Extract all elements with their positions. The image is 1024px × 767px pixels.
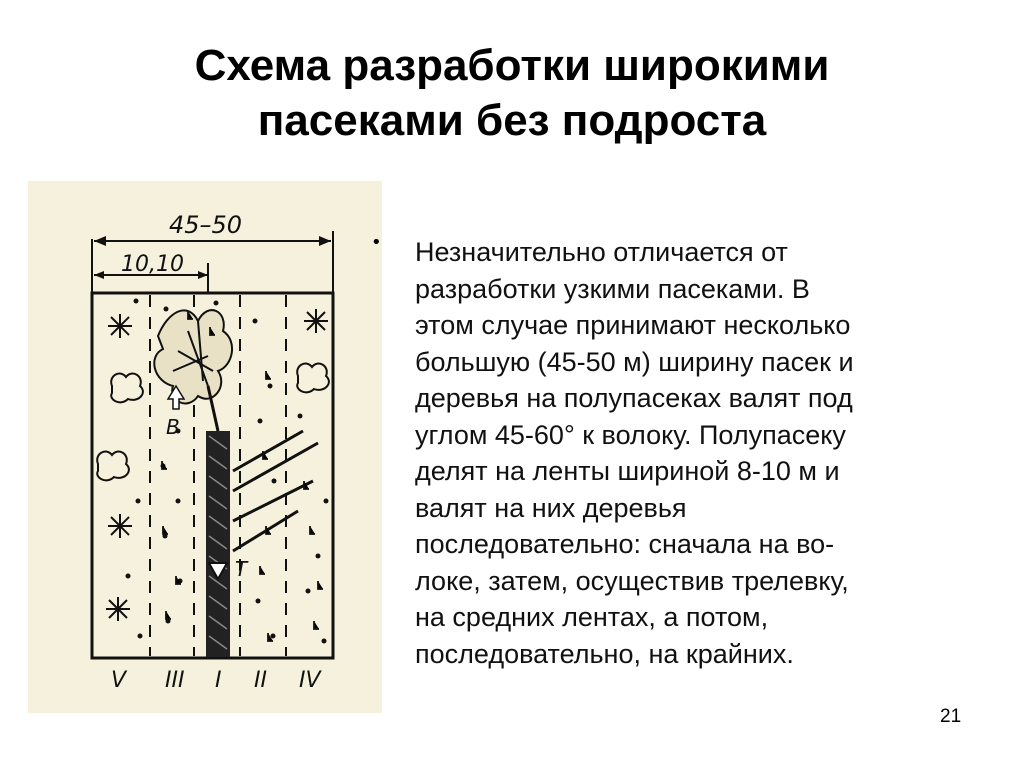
body-line: этом случае принимают несколько [415, 310, 851, 340]
body-line: большую (45-50 м) ширину пасек и [415, 346, 854, 377]
body-line: Незначительно отличается от [415, 237, 788, 267]
strip-label-iii: III [165, 668, 184, 693]
shrub-icon [110, 372, 144, 404]
body-line: локе, затем, осуществив трелевку, [415, 565, 849, 596]
slide-title: Схема разработки широкими пасеками без п… [40, 38, 984, 148]
body-line: валят на них деревья [415, 492, 687, 523]
tree-symbol-icon [304, 309, 328, 333]
bullet-icon: • [371, 232, 382, 253]
plot-frame [90, 291, 335, 660]
label-b: В [166, 415, 180, 439]
logging-scheme-diagram: 45–50 10,10 [28, 181, 382, 713]
strip-label-i: I [215, 668, 222, 693]
dim-strip-arrow-left [94, 271, 104, 279]
page-number: 21 [940, 706, 962, 727]
shrub-icon [296, 362, 330, 394]
tree-trunk [206, 385, 220, 432]
dim-arrow-right [319, 236, 331, 246]
felled-tree-1 [232, 429, 304, 473]
body-line: на средних лентах, а потом, [415, 602, 769, 632]
strip-label-v: V [111, 668, 128, 693]
label-t: Т [235, 557, 249, 581]
up-arrow-icon [166, 384, 186, 410]
felled-tree-3 [232, 479, 314, 523]
strip-label-ii: II [254, 668, 267, 693]
felled-tree-2 [232, 441, 319, 493]
stump-dots [125, 298, 329, 644]
stump-marks [161, 311, 323, 642]
body-line: деревья на полупасеках валят под [415, 383, 853, 413]
diagram-canvas: 45–50 10,10 [90, 211, 335, 693]
shrub-icon [96, 450, 130, 482]
body-line: делят на ленты шириной 8-10 м и [415, 456, 840, 486]
dim-total-label: 45–50 [169, 211, 242, 239]
title-line-1: Схема разработки широкими [194, 41, 830, 90]
tree-symbol-icon [108, 514, 132, 538]
tree-symbol-icon [106, 597, 130, 621]
direction-arrow-icon [207, 562, 229, 582]
tree-symbol-icon [108, 314, 132, 338]
strip-label-iv: IV [299, 668, 322, 693]
dim-strip-label: 10,10 [121, 252, 184, 277]
body-line: последовательно, на крайних. [415, 638, 794, 669]
body-line: углом 45-60° к волоку. Полупасеку [415, 419, 846, 450]
title-line-2: пасеками без подроста [257, 96, 767, 145]
dim-strip-arrow-right [198, 271, 208, 279]
dim-arrow-left [94, 236, 106, 246]
tree-crown-icon [153, 309, 233, 405]
body-line: последовательно: сначала на во- [415, 529, 835, 559]
tree-branches [172, 320, 214, 387]
body-line: разработки узкими пасеками. В [415, 273, 810, 304]
body-paragraph: Незначительно отличается от разработки у… [415, 234, 1005, 672]
